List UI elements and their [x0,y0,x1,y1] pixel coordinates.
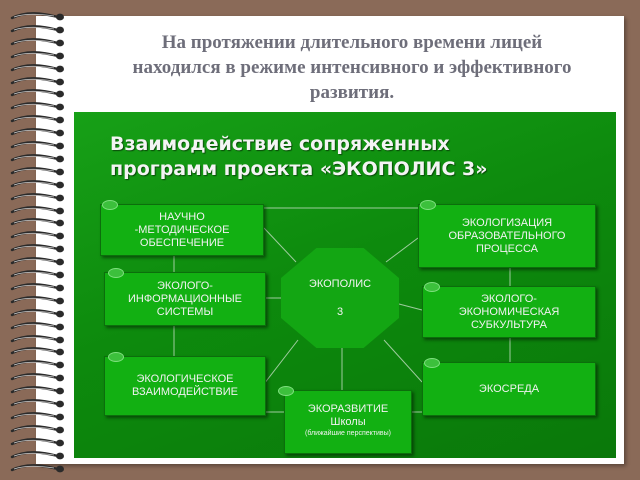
diagram-slide: Взаимодействие сопряженных программ прое… [74,112,616,458]
binding-ring [10,321,64,330]
box-text-line: -МЕТОДИЧЕСКОЕ [134,223,230,236]
diagram-title-line-1: Взаимодействие сопряженных [110,133,450,155]
binding-ring [10,283,64,292]
binding-ring [10,373,64,382]
bottom-box-line-1: ЭКОРАЗВИТИЕ [307,403,389,415]
center-title: ЭКОПОЛИС [308,278,372,290]
binding-ring [10,450,64,459]
box-text-line: ЭКОСРЕДА [478,382,540,395]
binding-ring [10,179,64,189]
heading-line-1: На протяжении длительного времени лицей [161,32,543,53]
box-text-line: ЭКОНОМИЧЕСКАЯ [458,305,560,318]
page-heading: На протяжении длительного времени лицей … [82,30,622,105]
box-text: ЭКОЛОГИЗАЦИЯ ОБРАЗОВАТЕЛЬНОГО ПРОЦЕССА [440,217,573,256]
heading-line-3: развития. [309,82,395,103]
spiral-binding [0,0,70,480]
binding-ring [10,89,64,98]
binding-ring [10,12,64,21]
box-text-line: ЭКОЛОГИЧЕСКОЕ [136,373,234,385]
box-text: ЭКОЛОГИЧЕСКОЕ ВЗАИМОДЕЙСТВИЕ [124,373,246,399]
binding-ring [10,386,64,395]
box-text: ЭКОЛОГО- ЭКОНОМИЧЕСКАЯ СУБКУЛЬТУРА [451,293,568,332]
binding-ring [10,141,64,150]
binding-ring [10,463,64,472]
binding-ring [10,63,64,72]
binding-ring [10,437,64,447]
heading-line-2: находился в режиме интенсивного и эффект… [132,57,572,78]
box-text-line: ОБРАЗОВАТЕЛЬНОГО [448,229,566,242]
binding-ring [10,360,64,369]
box-badge [420,200,436,210]
binding-ring [10,37,64,47]
box-badge [424,358,440,368]
binding-ring [10,231,64,240]
box-text: НАУЧНО -МЕТОДИЧЕСКОЕ ОБЕСПЕЧЕНИЕ [127,211,238,250]
binding-ring [10,166,64,176]
binding-ring [10,347,64,356]
box-ecological-interaction: ЭКОЛОГИЧЕСКОЕ ВЗАИМОДЕЙСТВИЕ [104,356,266,416]
binding-ring [10,102,64,111]
binding-ring [10,424,64,434]
binding-ring [10,205,64,214]
connector-center-ne [385,237,419,263]
binding-ring [10,295,64,305]
box-badge [424,282,440,292]
binding-ring [10,412,64,421]
box-text-line: ЭКОЛОГО- [481,292,537,305]
binding-ring [10,154,64,163]
diagram-title-line-2: программ проекта «ЭКОПОЛИС 3» [110,158,488,180]
bottom-box-line-3: (ближайшие перспективы) [305,430,391,437]
box-eco-economic-subculture: ЭКОЛОГО- ЭКОНОМИЧЕСКАЯ СУБКУЛЬТУРА [422,286,596,338]
box-text-line: ПРОЦЕССА [475,242,538,255]
connector-center-nw [263,227,297,263]
box-eco-information-systems: ЭКОЛОГО- ИНФОРМАЦИОННЫЕ СИСТЕМЫ [104,272,266,326]
binding-ring [10,192,64,201]
binding-ring [10,128,64,137]
binding-ring [10,257,64,266]
box-text-line: ЭКОЛОГИЗАЦИЯ [461,216,553,229]
box-text-line: ЭКОЛОГО- [157,279,213,292]
connector-center-sw [263,339,299,385]
box-school-eco-development: ЭКОРАЗВИТИЕ Школы (ближайшие перспективы… [284,390,412,454]
box-text-line: ВЗАИМОДЕЙСТВИЕ [132,386,238,398]
box-text: ЭКОСРЕДА [471,383,547,396]
binding-ring [10,115,64,124]
box-text-line: СУБКУЛЬТУРА [471,318,547,331]
binding-ring [10,50,64,60]
box-text-line: СИСТЕМЫ [156,305,214,318]
bottom-box-line-2: Школы [330,416,366,428]
box-badge [102,200,118,210]
binding-ring [10,244,64,253]
box-badge [278,386,294,396]
binding-ring [10,399,64,408]
binding-ring [10,308,64,318]
binding-ring [10,76,64,85]
box-text: ЭКОЛОГО- ИНФОРМАЦИОННЫЕ СИСТЕМЫ [120,280,250,319]
binding-ring [10,218,64,227]
box-eco-environment: ЭКОСРЕДА [422,362,596,416]
binding-ring [10,334,64,343]
box-ecologization-educational-process: ЭКОЛОГИЗАЦИЯ ОБРАЗОВАТЕЛЬНОГО ПРОЦЕССА [418,204,596,268]
box-badge [108,352,124,362]
connector-center-se [383,339,423,383]
connector-center-e [398,303,423,311]
box-text-line: ОБЕСПЕЧЕНИЕ [139,236,225,249]
diagram-title: Взаимодействие сопряженных программ прое… [110,132,590,182]
box-text-line: ИНФОРМАЦИОННЫЕ [127,292,243,305]
center-number: 3 [336,306,344,318]
box-scientific-methodological: НАУЧНО -МЕТОДИЧЕСКОЕ ОБЕСПЕЧЕНИЕ [100,204,264,256]
box-badge [108,268,124,278]
box-text-line: НАУЧНО [159,210,205,223]
binding-ring [10,25,64,34]
center-ecopolis-octagon: ЭКОПОЛИС 3 [281,248,399,348]
binding-ring [10,270,64,279]
